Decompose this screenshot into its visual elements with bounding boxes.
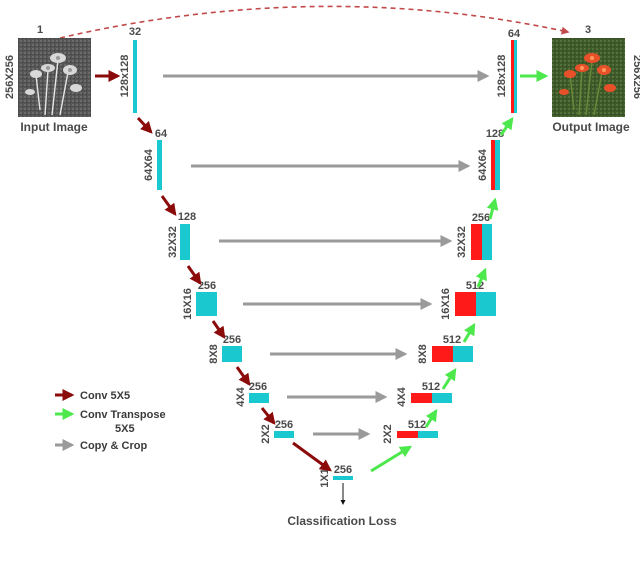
- encoder-2-size: 64X64: [143, 148, 155, 181]
- encoder-7-size: 2X2: [260, 424, 272, 444]
- skip-connection-curve: [59, 5, 570, 39]
- output-image: [552, 38, 625, 117]
- conv-arrow-enc-4: [211, 320, 226, 339]
- encoder-block-4: [196, 292, 217, 316]
- output-size-label: 256X256: [631, 55, 640, 99]
- transpose-arrow-dec-1: [424, 408, 438, 428]
- decoder-block-7: [397, 431, 438, 438]
- legend-conv-label: Conv 5X5: [80, 390, 130, 402]
- encoder-1-channels: 32: [129, 26, 141, 38]
- encoder-2-channels: 64: [155, 128, 168, 140]
- legend: Conv 5X5 Conv Transpose 5X5 Copy & Crop: [55, 389, 166, 452]
- encoder-7-channels: 256: [275, 419, 293, 431]
- decoder-7-channels: 512: [408, 419, 426, 431]
- decoder-6-size: 4X4: [396, 386, 408, 406]
- transpose-arrow-dec-2: [441, 367, 457, 390]
- encoder-4-size: 16X16: [182, 288, 194, 320]
- output-channels-label: 3: [585, 24, 591, 36]
- output-image-caption: Output Image: [552, 120, 630, 134]
- conv-arrow-enc-3: [186, 265, 202, 285]
- encoder-8-size: 1X1: [319, 468, 331, 488]
- legend-copy-label: Copy & Crop: [80, 440, 148, 452]
- decoder-3-size: 32X32: [456, 226, 468, 258]
- input-image-caption: Input Image: [20, 120, 88, 134]
- input-size-label: 256X256: [4, 55, 16, 99]
- encoder-block-8: [333, 476, 353, 480]
- encoder-block-2: [157, 140, 162, 190]
- decoder-5-channels: 512: [443, 334, 461, 346]
- decoder-7-size: 2X2: [382, 424, 394, 444]
- conv-arrow-enc-7: [292, 441, 332, 472]
- encoder-6-channels: 256: [249, 381, 267, 393]
- encoder-block-1: [133, 40, 137, 113]
- input-channels-label: 1: [37, 24, 43, 36]
- decoder-block-3: [471, 224, 492, 260]
- conv-arrow-enc-2: [160, 195, 177, 216]
- conv-arrow-enc-1: [136, 116, 153, 134]
- transpose-arrow-dec-3: [462, 322, 476, 343]
- conv-arrow-enc-6: [260, 407, 276, 425]
- encoder-8-channels: 256: [334, 464, 352, 476]
- transpose-arrow-dec-4: [475, 267, 487, 288]
- decoder-block-2: [491, 140, 500, 190]
- conv-arrow-enc-5: [235, 366, 251, 386]
- encoder-3-size: 32X32: [167, 226, 179, 258]
- encoder-5-size: 8X8: [208, 344, 220, 364]
- legend-transpose-label-2: 5X5: [115, 423, 135, 435]
- input-image: [18, 38, 91, 117]
- encoder-5-channels: 256: [223, 334, 241, 346]
- encoder-4-channels: 256: [198, 280, 216, 292]
- transpose-arrow-dec-6: [499, 117, 514, 136]
- decoder-6-channels: 512: [422, 381, 440, 393]
- encoder-6-size: 4X4: [235, 386, 247, 406]
- classification-loss-label: Classification Loss: [287, 514, 397, 528]
- transpose-arrow-dec-5: [486, 197, 499, 220]
- decoder-4-size: 16X16: [440, 288, 452, 320]
- decoder-3-channels: 256: [472, 212, 490, 224]
- encoder-1-size: 128x128: [119, 55, 131, 98]
- encoder-3-channels: 128: [178, 211, 196, 223]
- decoder-2-size: 64X64: [477, 148, 489, 181]
- decoder-1-channels: 64: [508, 28, 521, 40]
- encoder-block-6: [249, 393, 269, 403]
- decoder-5-size: 8X8: [417, 344, 429, 364]
- decoder-block-6: [411, 393, 452, 403]
- decoder-2-channels: 128: [486, 128, 504, 140]
- decoder-block-4: [455, 292, 496, 316]
- legend-transpose-label-1: Conv Transpose: [80, 409, 166, 421]
- encoder-block-7: [274, 431, 294, 438]
- transpose-arrow-dec-0: [370, 445, 413, 473]
- decoder-block-1: [511, 40, 517, 113]
- decoder-block-5: [432, 346, 473, 362]
- encoder-block-3: [180, 224, 190, 260]
- decoder-1-size: 128x128: [496, 55, 508, 98]
- encoder-block-5: [222, 346, 242, 362]
